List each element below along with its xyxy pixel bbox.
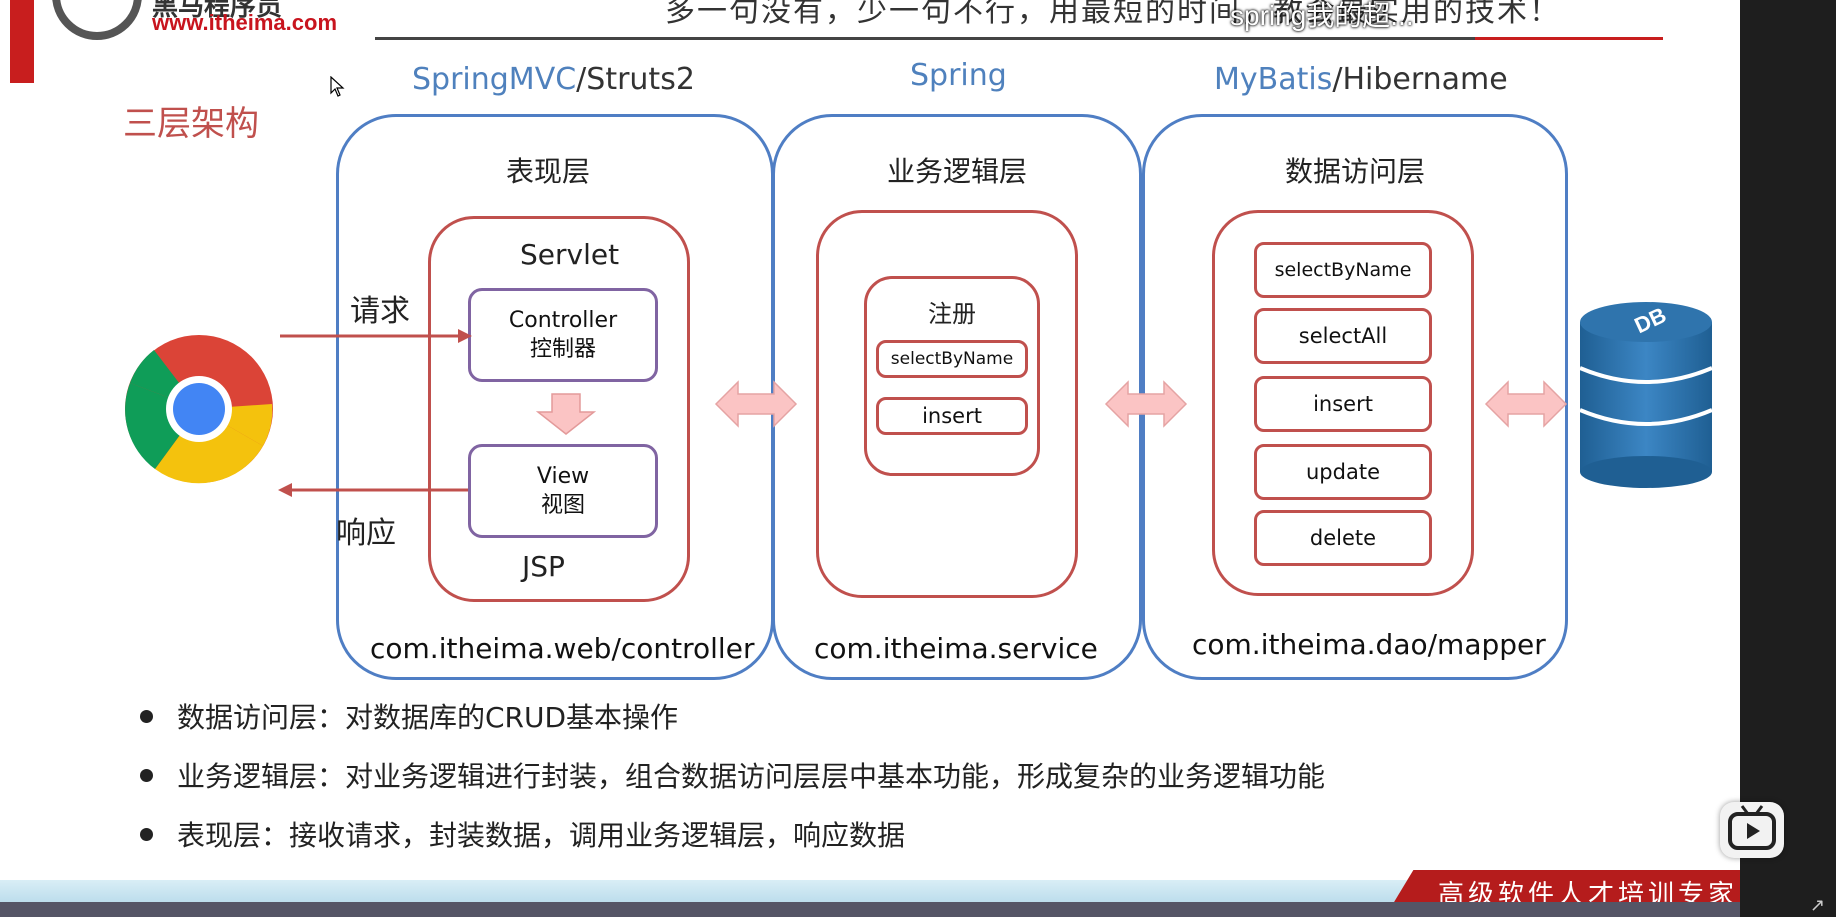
view-box: View 视图 — [468, 444, 658, 538]
package-service: com.itheima.service — [814, 632, 1098, 665]
double-arrow-icon — [714, 380, 798, 428]
dao-item: selectByName — [1254, 242, 1432, 298]
logo-url: www.itheima.com — [152, 10, 338, 35]
layer-title-service: 业务逻辑层 — [886, 155, 1027, 188]
down-arrow-icon — [536, 393, 596, 435]
database-icon: DB — [1579, 302, 1713, 488]
tier-head-presentation: SpringMVC/Struts2 — [412, 62, 695, 97]
bullet-item: 数据访问层：对数据库的CRUD基本操作 — [140, 696, 678, 736]
dao-item: delete — [1254, 510, 1432, 566]
mouse-cursor-icon — [330, 76, 345, 97]
pin-icon[interactable]: ↗ — [1810, 895, 1826, 916]
controller-box: Controller 控制器 — [468, 288, 658, 382]
bullet-item: 业务逻辑层：对业务逻辑进行封装，组合数据访问层层中基本功能，形成复杂的业务逻辑功… — [140, 755, 1325, 795]
slogan: 多一句没有，少一句不行，用最短的时间，教会最实用的技术！ — [665, 0, 1561, 29]
package-presentation: com.itheima.web/controller — [370, 632, 755, 665]
bilibili-tv-icon[interactable] — [1720, 802, 1784, 858]
request-arrow — [280, 329, 472, 343]
double-arrow-icon — [1484, 380, 1568, 428]
register-group — [864, 276, 1040, 476]
response-label: 响应 — [336, 516, 396, 551]
header-divider — [375, 37, 1663, 40]
service-item: insert — [876, 397, 1028, 435]
layer-title-presentation: 表现层 — [505, 155, 590, 188]
dao-item: insert — [1254, 376, 1432, 432]
dao-item: selectAll — [1254, 308, 1432, 364]
logo-icon — [52, 0, 142, 40]
service-item: selectByName — [876, 340, 1028, 378]
layer-title-dao: 数据访问层 — [1284, 155, 1425, 188]
chrome-browser-icon — [125, 335, 273, 484]
side-panel — [1740, 0, 1836, 917]
register-label: 注册 — [928, 300, 976, 328]
section-title: 三层架构 — [123, 104, 259, 144]
jsp-label: JSP — [522, 550, 565, 583]
dao-container — [1212, 210, 1474, 596]
servlet-container — [428, 216, 690, 602]
response-arrow — [278, 483, 468, 497]
tier-head-dao: MyBatis/Hibername — [1214, 62, 1508, 97]
service-container — [816, 210, 1078, 598]
bullet-item: 表现层：接收请求，封装数据，调用业务逻辑层，响应数据 — [140, 814, 905, 854]
double-arrow-icon — [1104, 380, 1188, 428]
tier-head-service: Spring — [910, 58, 1007, 93]
subtitle-overlay: spring我的超... — [1230, 0, 1414, 31]
header-divider-accent — [1475, 37, 1663, 40]
package-dao: com.itheima.dao/mapper — [1192, 628, 1546, 661]
video-progress-bar[interactable] — [0, 902, 1740, 917]
logo-brand: 黑马程序员 — [152, 0, 283, 22]
request-label: 请求 — [350, 294, 410, 329]
servlet-label: Servlet — [520, 238, 620, 271]
slide: 黑马程序员 www.itheima.com 多一句没有，少一句不行，用最短的时间… — [0, 0, 1740, 917]
dao-item: update — [1254, 444, 1432, 500]
red-tab — [10, 0, 34, 83]
